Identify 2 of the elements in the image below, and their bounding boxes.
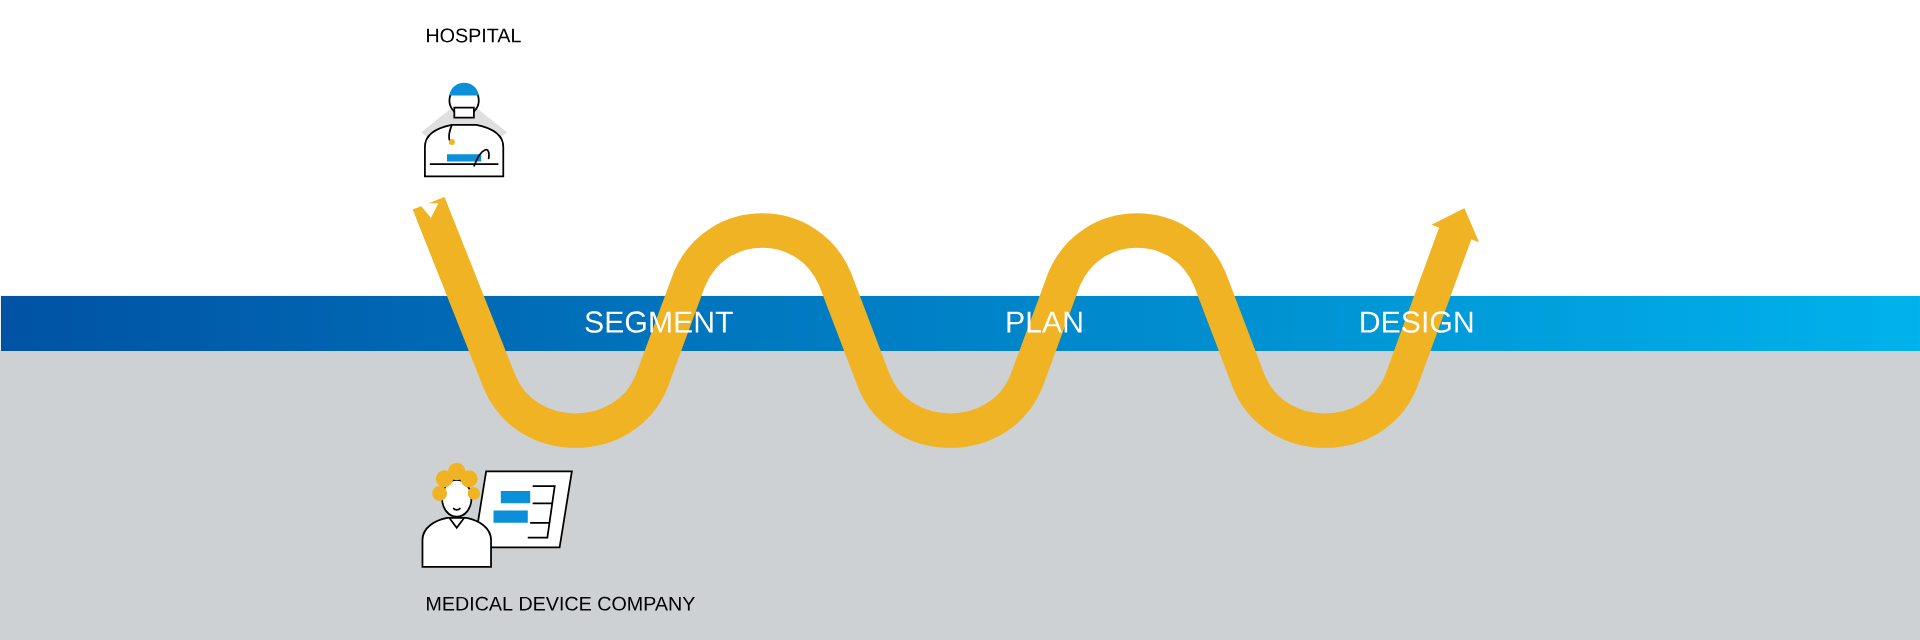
role-label: HOSPITAL [427,28,521,43]
role-label: MEDICAL DEVICE COMPANY [427,596,695,611]
